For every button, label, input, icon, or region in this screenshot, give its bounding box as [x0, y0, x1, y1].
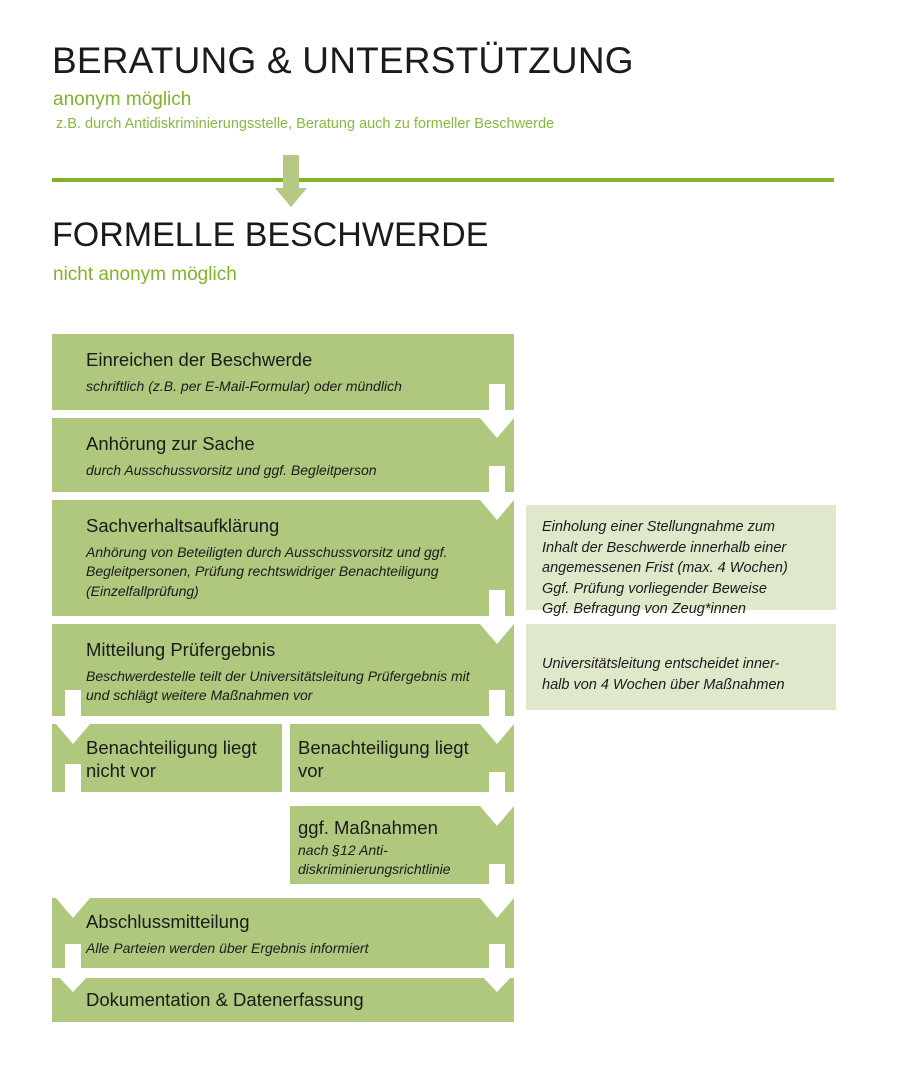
- arrow-gap: [480, 968, 514, 974]
- flow-box-abschluss: Abschlussmitteilung Alle Parteien werden…: [52, 898, 514, 968]
- side-note-entscheidung: Universitätsleitung entscheidet inner- h…: [526, 624, 836, 710]
- flow-box-subtitle: schriftlich (z.B. per E-Mail-Formular) o…: [86, 378, 402, 395]
- flow-box-title: Anhörung zur Sache: [86, 433, 255, 454]
- arrow-stem: [65, 764, 81, 792]
- flow-box-einreichen: Einreichen der Beschwerde schriftlich (z…: [52, 334, 514, 410]
- arrow-head: [480, 624, 514, 644]
- arrow-head: [480, 974, 514, 992]
- arrow-gap: [56, 716, 90, 724]
- arrow-head: [480, 898, 514, 918]
- arrow-gap: [56, 890, 90, 898]
- arrow-gap: [480, 890, 514, 898]
- flow-box-anhoerung: Anhörung zur Sache durch Ausschussvorsit…: [52, 418, 514, 492]
- arrow-head: [480, 806, 514, 826]
- side-note-text: Universitätsleitung entscheidet inner- h…: [542, 654, 826, 695]
- flow-box-title: Benachteiligung liegt nicht vor: [86, 737, 257, 782]
- arrow-head: [56, 974, 90, 992]
- arrow-gap: [480, 798, 514, 806]
- arrow-stem: [65, 864, 81, 898]
- arrow-stem: [65, 944, 81, 974]
- side-note-line: angemessenen Frist (max. 4 Wochen): [542, 560, 788, 577]
- arrow-stem: [489, 944, 505, 974]
- arrow-head: [480, 418, 514, 438]
- arrow-gap: [480, 616, 514, 624]
- arrow-head: [275, 188, 307, 207]
- arrow-head: [480, 724, 514, 744]
- flow-box-mitteilung: Mitteilung Prüfergebnis Beschwerdestelle…: [52, 624, 514, 716]
- flow-box-subtitle: Anhörung von Beteiligten durch Ausschuss…: [86, 544, 448, 599]
- flow-box-massnahmen: ggf. Maßnahmen nach §12 Anti­diskriminie…: [290, 806, 514, 884]
- flow-box-title: Mitteilung Prüfergebnis: [86, 639, 276, 660]
- arrow-stem: [489, 690, 505, 724]
- arrow-stem: [489, 384, 505, 418]
- arrow-gap: [480, 492, 514, 500]
- arrow-stem: [489, 864, 505, 898]
- side-note-line: Universitätsleitung entscheidet inner-: [542, 656, 780, 672]
- divider-line: [52, 178, 834, 182]
- section-divider: [0, 155, 900, 210]
- flow-box-nicht-vor: Benachteiligung liegt nicht vor: [52, 724, 282, 792]
- side-note-line: Ggf. Befragung von Zeug*innen: [542, 601, 746, 618]
- branch-separator: [282, 724, 290, 792]
- flow-box-title: Abschlussmitteilung: [86, 911, 250, 932]
- arrow-head: [480, 500, 514, 520]
- flow-box-title: Sachverhaltsaufklärung: [86, 515, 280, 536]
- arrow-stem: [489, 772, 505, 806]
- section-beratung-header: BERATUNG & UNTERSTÜTZUNG anonym möglich …: [52, 40, 852, 133]
- flow-box-subtitle: Alle Parteien werden über Ergebnis infor…: [86, 940, 369, 957]
- arrow-head: [56, 724, 90, 744]
- arrow-stem: [283, 155, 299, 189]
- side-note-line: Inhalt der Beschwerde innerhalb einer: [542, 539, 787, 556]
- flow-box-sachverhalt: Sachverhaltsaufklärung Anhörung von Bete…: [52, 500, 514, 616]
- down-arrow-icon-main: [275, 155, 307, 207]
- flow-box-subtitle: nach §12 Anti­diskriminierungsrichtlinie: [298, 842, 451, 878]
- section-beratung-note: z.B. durch Antidiskriminierungsstelle, B…: [56, 115, 555, 132]
- flow-box-title: Benachteiligung liegt vor: [298, 737, 469, 782]
- arrow-stem: [65, 690, 81, 724]
- flow-box-dokumentation: Dokumentation & Datenerfassung: [52, 978, 514, 1022]
- section-beschwerde-title: FORMELLE BESCHWERDE: [52, 216, 489, 254]
- arrow-gap: [480, 410, 514, 418]
- section-beschwerde-header: FORMELLE BESCHWERDE nicht anonym möglich: [52, 216, 852, 286]
- arrow-head: [56, 898, 90, 918]
- side-note-stellungnahme: Einholung einer Stellungnahme zum Inhalt…: [526, 505, 836, 617]
- flow-box-liegt-vor: Benachteiligung liegt vor: [290, 724, 514, 792]
- section-beratung-title: BERATUNG & UNTERSTÜTZUNG: [52, 40, 634, 81]
- arrow-stem: [489, 466, 505, 500]
- flow-box-title: Dokumentation & Datenerfassung: [86, 989, 364, 1010]
- side-note-line: Ggf. Prüfung vorliegender Beweise: [542, 580, 767, 597]
- flow-box-title: ggf. Maßnahmen: [298, 817, 438, 838]
- section-beschwerde-subtitle: nicht anonym möglich: [53, 263, 237, 285]
- side-note-line: Einholung einer Stellungnahme zum: [542, 519, 775, 535]
- side-note-text: Einholung einer Stellungnahme zum Inhalt…: [542, 517, 826, 620]
- flow-box-subtitle: durch Ausschussvorsitz und ggf. Begleitp…: [86, 462, 377, 479]
- flow-box-title: Einreichen der Beschwerde: [86, 349, 313, 370]
- side-note-line: halb von 4 Wochen über Maßnahmen: [542, 676, 785, 693]
- flow-box-subtitle: Beschwerdestelle teilt der Universitätsl…: [86, 668, 470, 704]
- section-beratung-subtitle: anonym möglich: [53, 88, 192, 110]
- arrow-gap: [56, 968, 90, 974]
- arrow-gap: [480, 716, 514, 724]
- arrow-stem: [489, 590, 505, 624]
